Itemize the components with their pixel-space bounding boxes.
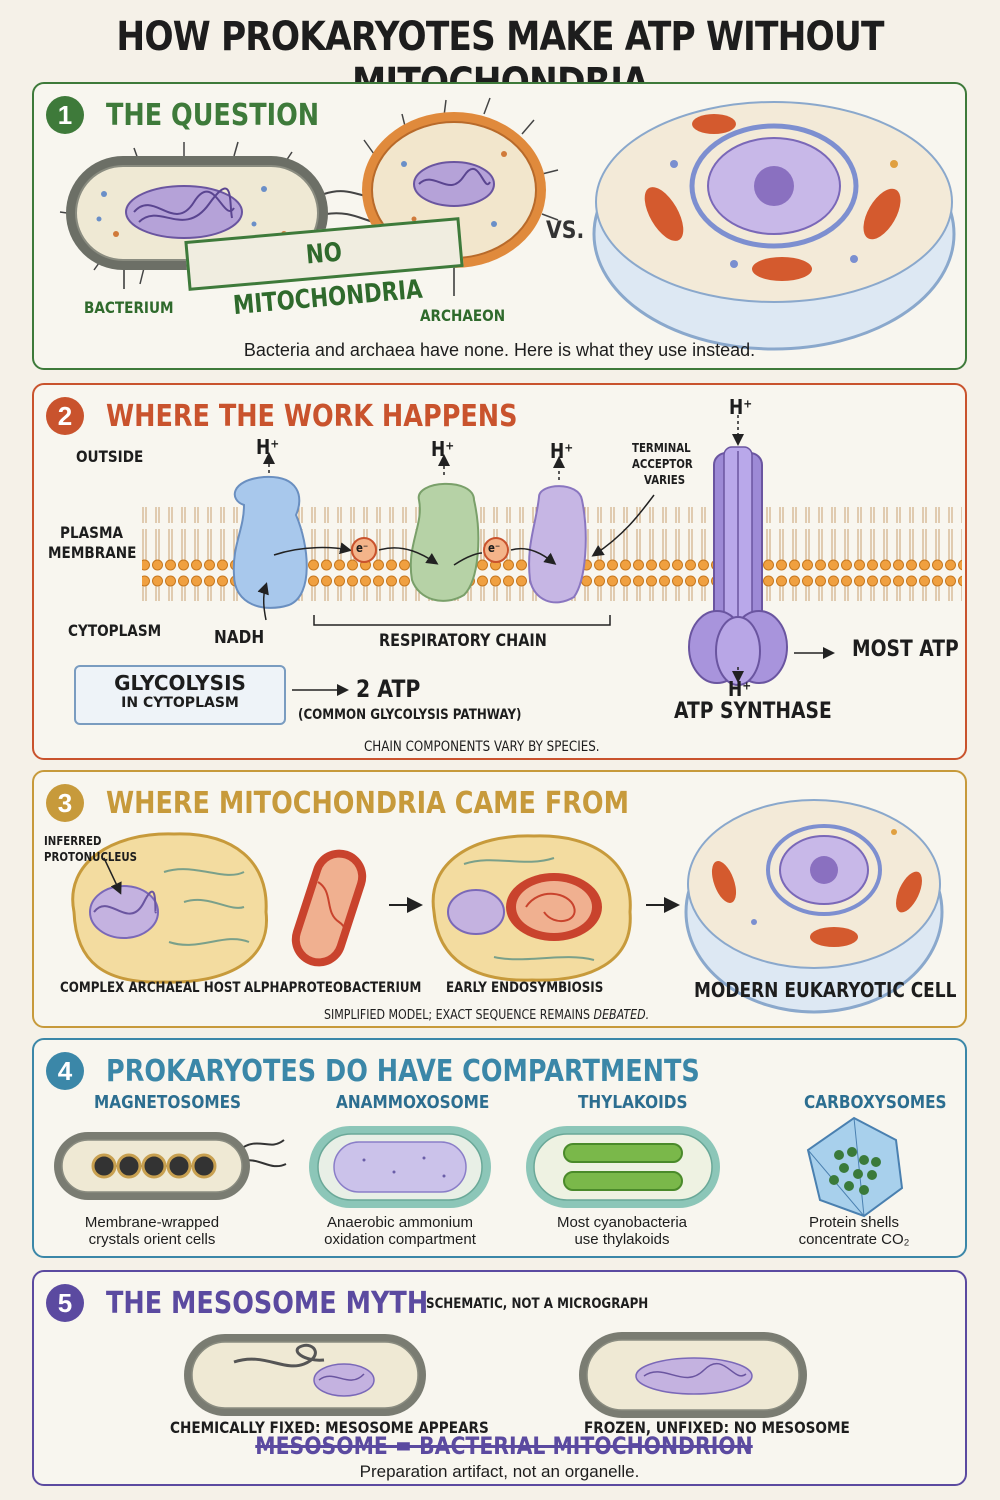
membrane-label-line2: MEMBRANE xyxy=(48,543,137,562)
compartment-name-2: ANAMMOXOSOME xyxy=(336,1092,490,1113)
thylakoid-cell xyxy=(526,1126,720,1208)
electron-2 xyxy=(483,537,509,563)
electron-1 xyxy=(351,537,377,563)
respiratory-complex-1 xyxy=(232,452,308,609)
debunked-claim: MESOSOME = BACTERIAL MITOCHONDRION xyxy=(255,1432,753,1460)
electron-transport-diagram xyxy=(142,415,962,696)
origin-note: SIMPLIFIED MODEL; EXACT SEQUENCE REMAINS… xyxy=(324,1008,650,1023)
anammoxosome-cell xyxy=(309,1126,491,1208)
proton-label-top: H⁺ xyxy=(729,395,753,419)
section-title: THE QUESTION xyxy=(106,98,320,133)
section-origin: 3 WHERE MITOCHONDRIA CAME FROM xyxy=(32,770,967,1028)
bacterium-label: BACTERIUM xyxy=(84,298,174,317)
protonucleus-label-line2: PROTONUCLEUS xyxy=(44,850,138,864)
compartment-name-1: MAGNETOSOMES xyxy=(94,1092,242,1113)
modern-eukaryotic-cell xyxy=(684,799,944,1014)
chemically-fixed-cell xyxy=(184,1334,426,1416)
proton-label-1: H⁺ xyxy=(256,435,280,459)
frozen-unfixed-cell xyxy=(579,1332,807,1418)
atp-synthase-label: ATP SYNTHASE xyxy=(674,699,832,724)
section-title: THE MESOSOME MYTH xyxy=(106,1286,429,1321)
endosymbiosis-sequence xyxy=(71,799,944,1014)
most-atp-label: MOST ATP xyxy=(852,637,959,662)
section-number: 3 xyxy=(46,784,84,822)
frozen-caption: FROZEN, UNFIXED: NO MESOSOME xyxy=(584,1418,850,1437)
fixed-caption: CHEMICALLY FIXED: MESOSOME APPEARS xyxy=(170,1418,489,1437)
chain-note: CHAIN COMPONENTS VARY BY SPECIES. xyxy=(364,739,600,755)
stage-label-3: EARLY ENDOSYMBIOSIS xyxy=(446,980,604,996)
atp-synthase xyxy=(688,415,788,686)
compartment-name-3: THYLAKOIDS xyxy=(578,1092,688,1113)
myth-verdict: Preparation artifact, not an organelle. xyxy=(359,1462,640,1481)
section-compartments: 4 PROKARYOTES DO HAVE COMPARTMENTS xyxy=(32,1038,967,1258)
section-title: WHERE THE WORK HAPPENS xyxy=(106,399,518,434)
stage-label-4: MODERN EUKARYOTIC CELL xyxy=(694,978,957,1002)
electron-symbol-1: e⁻ xyxy=(356,541,369,555)
alphaproteobacterium-cell xyxy=(291,849,367,967)
electron-symbol-2: e⁻ xyxy=(488,541,501,555)
question-illustration xyxy=(59,97,956,351)
stage-label-2: ALPHAPROTEOBACTERIUM xyxy=(244,980,422,996)
section-title: WHERE MITOCHONDRIA CAME FROM xyxy=(106,786,629,821)
proton-label-bottom: H⁺ xyxy=(728,677,752,701)
outside-label: OUTSIDE xyxy=(76,447,144,466)
archaeon-label: ARCHAEON xyxy=(420,306,506,325)
glycolysis-box: GLYCOLYSIS IN CYTOPLASM xyxy=(74,665,286,725)
respiratory-complex-3 xyxy=(528,456,587,604)
respiratory-chain-label: RESPIRATORY CHAIN xyxy=(379,631,547,651)
common-pathway-label: (COMMON GLYCOLYSIS PATHWAY) xyxy=(298,707,522,723)
nadh-label: NADH xyxy=(214,627,265,648)
two-atp-label: 2 ATP xyxy=(356,675,421,703)
glycolysis-title: GLYCOLYSIS xyxy=(114,671,246,695)
section-myth: 5 THE MESOSOME MYTH SCHEMATIC, NOT A MIC… xyxy=(32,1270,967,1486)
mesosome-illustration xyxy=(184,1332,807,1418)
section-number: 2 xyxy=(46,397,84,435)
proton-label-3: H⁺ xyxy=(550,439,574,463)
proton-label-2: H⁺ xyxy=(431,437,455,461)
compartment-name-4: CARBOXYSOMES xyxy=(804,1092,947,1113)
terminal-acceptor-line1: TERMINAL xyxy=(632,441,691,455)
carboxysome-shell xyxy=(806,1116,904,1218)
section-number: 4 xyxy=(46,1052,84,1090)
section-number: 1 xyxy=(46,96,84,134)
membrane-label-line1: PLASMA xyxy=(60,523,124,542)
stage-label-1: COMPLEX ARCHAEAL HOST xyxy=(60,980,241,996)
schematic-note: SCHEMATIC, NOT A MICROGRAPH xyxy=(426,1296,649,1312)
archaeal-host-cell xyxy=(71,832,268,984)
section-work: 2 WHERE THE WORK HAPPENS xyxy=(32,383,967,760)
early-endosymbiosis-cell xyxy=(431,834,632,982)
chain-bracket xyxy=(313,615,611,626)
cytoplasm-label: CYTOPLASM xyxy=(68,621,162,640)
versus-label: VS. xyxy=(546,216,585,244)
section-question: 1 THE QUESTION xyxy=(32,82,967,370)
terminal-acceptor-line2: ACCEPTOR xyxy=(632,457,693,471)
eukaryotic-cell xyxy=(592,101,956,351)
glycolysis-subtitle: IN CYTOPLASM xyxy=(121,695,239,711)
question-caption: Bacteria and archaea have none. Here is … xyxy=(243,340,756,360)
compartments-illustration xyxy=(54,1116,904,1218)
section-title: PROKARYOTES DO HAVE COMPARTMENTS xyxy=(106,1054,700,1089)
section-number: 5 xyxy=(46,1284,84,1322)
terminal-acceptor-line3: VARIES xyxy=(644,473,686,487)
magnetosome-cell xyxy=(54,1132,287,1200)
protonucleus-label-line1: INFERRED xyxy=(44,834,102,848)
respiratory-complex-2 xyxy=(409,454,480,602)
